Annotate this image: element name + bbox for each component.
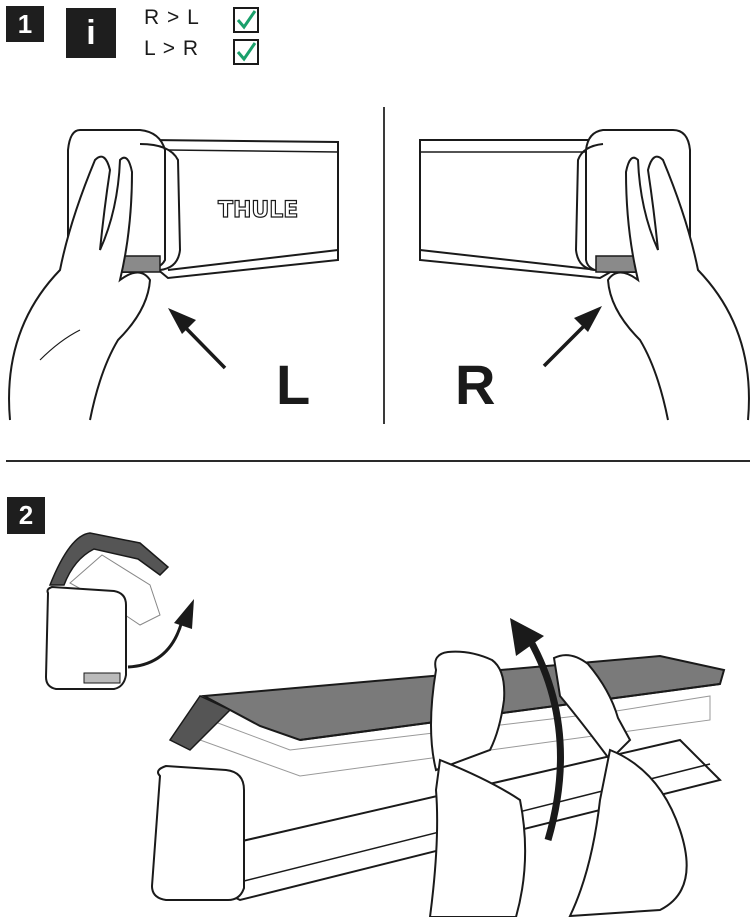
order-right-to-left: R > L xyxy=(144,6,200,29)
order-left-to-right: L > R xyxy=(144,37,199,60)
step-2-badge: 2 xyxy=(7,497,45,534)
right-end-cap-illustration xyxy=(419,129,750,421)
right-side-label: R xyxy=(455,353,496,416)
checkmark-icon xyxy=(233,39,259,65)
awning-open-illustration xyxy=(150,618,726,917)
checkmark-icon xyxy=(233,7,259,33)
info-icon: i xyxy=(66,8,116,58)
brand-logo: THULE xyxy=(218,198,298,223)
left-side-label: L xyxy=(276,353,311,416)
section-divider xyxy=(6,460,750,462)
cap-open-detail-illustration xyxy=(44,532,194,690)
vertical-divider xyxy=(383,107,385,424)
left-end-cap-illustration: THULE xyxy=(8,129,339,421)
step-1-badge: 1 xyxy=(6,6,44,42)
